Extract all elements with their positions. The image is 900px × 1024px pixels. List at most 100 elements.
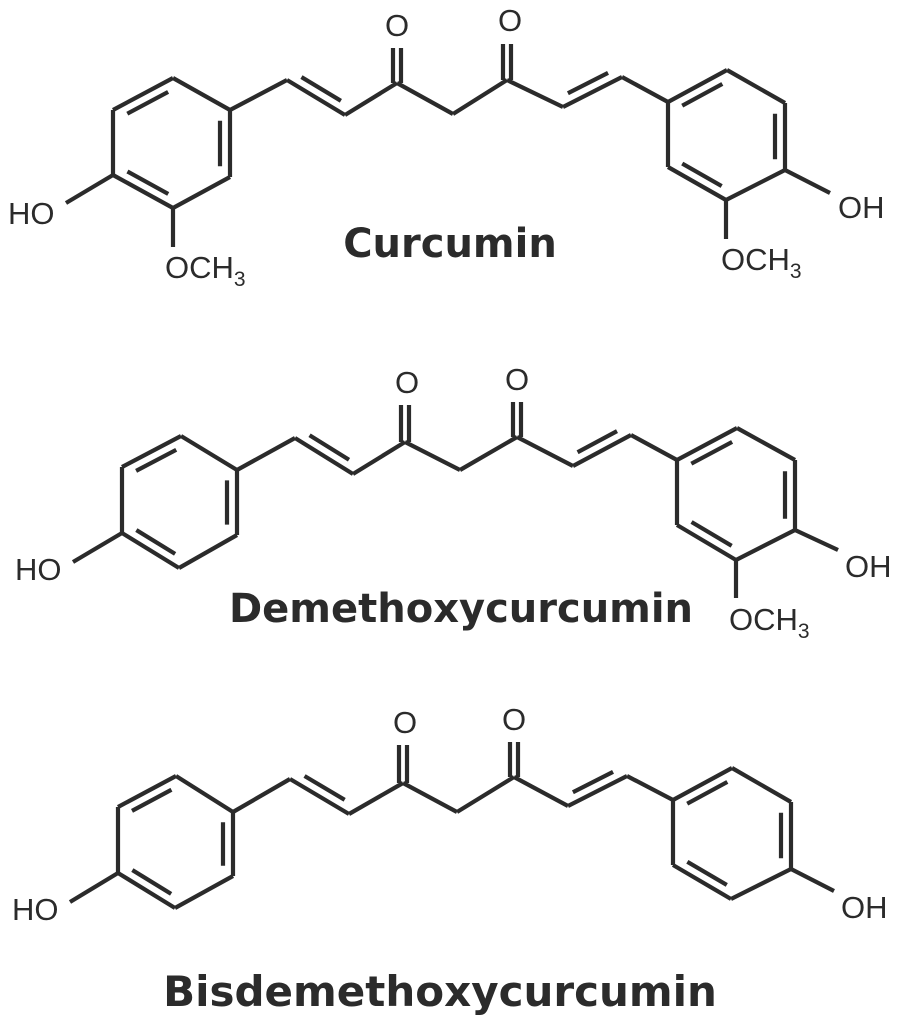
left-benzene-ring-bond [174, 774, 235, 814]
right-benzene-ring-bond [735, 528, 796, 562]
chain-bond [351, 440, 407, 476]
hydroxyl-label-right: OH [845, 549, 892, 584]
chain-bond [293, 436, 355, 476]
left-benzene-ring-bond [111, 173, 175, 210]
right-benzene-ring-double-bond [686, 780, 729, 806]
chain-bond [572, 433, 632, 468]
alkene-double-bond [566, 71, 609, 96]
molecule-title-bisdemethoxycurcumin: Bisdemethoxycurcumin [163, 967, 717, 1016]
ketone-oxygen-label: O [393, 705, 417, 740]
hydroxyl-bond-left [71, 531, 124, 564]
left-benzene-ring-double-bond [135, 447, 178, 473]
left-benzene-ring-bond [179, 434, 239, 472]
methoxy-subscript: 3 [234, 268, 246, 291]
chain-bond [231, 777, 292, 814]
alkene-double-bond [576, 429, 618, 455]
hydroxyl-label-left: HO [12, 892, 59, 927]
chain-bond [562, 75, 623, 109]
chain-bond [567, 774, 628, 808]
ketone-oxygen-label: O [395, 365, 419, 400]
chain-bond [402, 781, 458, 814]
right-benzene-ring-double-bond [690, 520, 733, 548]
bonds [64, 44, 831, 247]
molecule-curcumin: O O HO OH OCH3 OCH3 Curcumin [8, 3, 885, 291]
hydroxyl-label-right: OH [838, 190, 885, 225]
hydroxyl-label-right: OH [841, 890, 888, 925]
left-benzene-ring-bond [171, 76, 232, 112]
right-benzene-ring-bond [730, 867, 792, 901]
chain-bond [288, 777, 351, 816]
alkene-double-bond [300, 75, 342, 103]
right-benzene-ring-double-bond [681, 161, 723, 188]
right-benzene-ring-bond [735, 426, 797, 462]
chain-bond [229, 78, 288, 112]
left-benzene-ring-double-bond [131, 868, 173, 896]
left-benzene-ring-bond [120, 531, 181, 570]
chain-bond [516, 435, 574, 468]
right-benzene-ring-bond [671, 863, 733, 901]
right-benzene-ring-bond [671, 766, 734, 802]
methoxy-subscript: 3 [798, 620, 810, 643]
left-benzene-ring-double-bond [126, 169, 170, 196]
hydroxyl-label-left: HO [8, 196, 55, 231]
left-benzene-ring-bond [177, 533, 239, 570]
alkene-double-bond [303, 774, 346, 802]
right-benzene-ring-bond [725, 168, 786, 202]
methoxy-label-left: OCH3 [165, 250, 246, 291]
ketone-oxygen-label: O [385, 8, 409, 43]
ketone-oxygen-label: O [498, 3, 522, 38]
alkene-double-bond [308, 433, 351, 462]
chain-bond [629, 433, 679, 462]
hydroxyl-bond-right [794, 528, 839, 552]
ketone-oxygen-label: O [505, 362, 529, 397]
methoxy-text: OCH [721, 242, 790, 277]
right-benzene-ring-double-bond [681, 82, 724, 108]
left-benzene-ring-double-bond [135, 528, 177, 556]
left-benzene-ring-bond [112, 76, 174, 112]
methoxy-text: OCH [729, 602, 798, 637]
chain-bond [235, 436, 297, 472]
chain-bond [626, 774, 674, 802]
alkene-double-bond [571, 770, 614, 795]
methoxy-label-right: OCH3 [729, 602, 810, 643]
right-benzene-ring-bond [676, 426, 738, 462]
methoxy-subscript: 3 [790, 260, 802, 283]
hydroxyl-label-left: HO [15, 552, 62, 587]
chain-bond [513, 775, 569, 808]
chain-bond [458, 435, 519, 472]
hydroxyl-bond-left [68, 871, 120, 904]
chain-bond [506, 78, 564, 109]
ketone-oxygen-label: O [502, 702, 526, 737]
right-benzene-ring-bond [666, 165, 728, 202]
left-benzene-ring-bond [171, 175, 232, 210]
chain-bond [404, 440, 461, 472]
molecule-title-curcumin: Curcumin [343, 221, 557, 267]
chain-bond [285, 78, 347, 117]
right-benzene-ring-bond [730, 766, 793, 804]
bonds [68, 742, 835, 910]
hydroxyl-bond-right [790, 867, 835, 893]
methoxy-text: OCH [165, 250, 234, 285]
molecule-bisdemethoxycurcumin: O O HO OH Bisdemethoxycurcumin [12, 702, 888, 1016]
chain-bond [455, 775, 516, 814]
left-benzene-ring-bond [116, 871, 177, 910]
left-benzene-ring-double-bond [131, 787, 173, 813]
hydroxyl-bond-left [64, 173, 115, 205]
left-benzene-ring-bond [117, 774, 177, 809]
left-benzene-ring-bond [173, 874, 235, 910]
right-benzene-ring-bond [666, 68, 729, 104]
chain-bond [395, 81, 455, 116]
molecule-title-demethoxycurcumin: Demethoxycurcumin [229, 586, 693, 632]
chain-bond [347, 781, 405, 816]
right-benzene-ring-bond [725, 68, 787, 105]
right-benzene-ring-bond [675, 523, 738, 562]
bonds [71, 402, 839, 598]
methoxy-label-right: OCH3 [721, 242, 802, 283]
left-benzene-ring-bond [121, 434, 182, 469]
chain-bond [620, 75, 670, 104]
molecule-demethoxycurcumin: O O HO OH OCH3 Demethoxycurcumin [15, 362, 892, 643]
right-benzene-ring-double-bond [686, 860, 728, 887]
hydroxyl-bond-right [784, 168, 831, 195]
left-benzene-ring-double-bond [126, 90, 170, 116]
